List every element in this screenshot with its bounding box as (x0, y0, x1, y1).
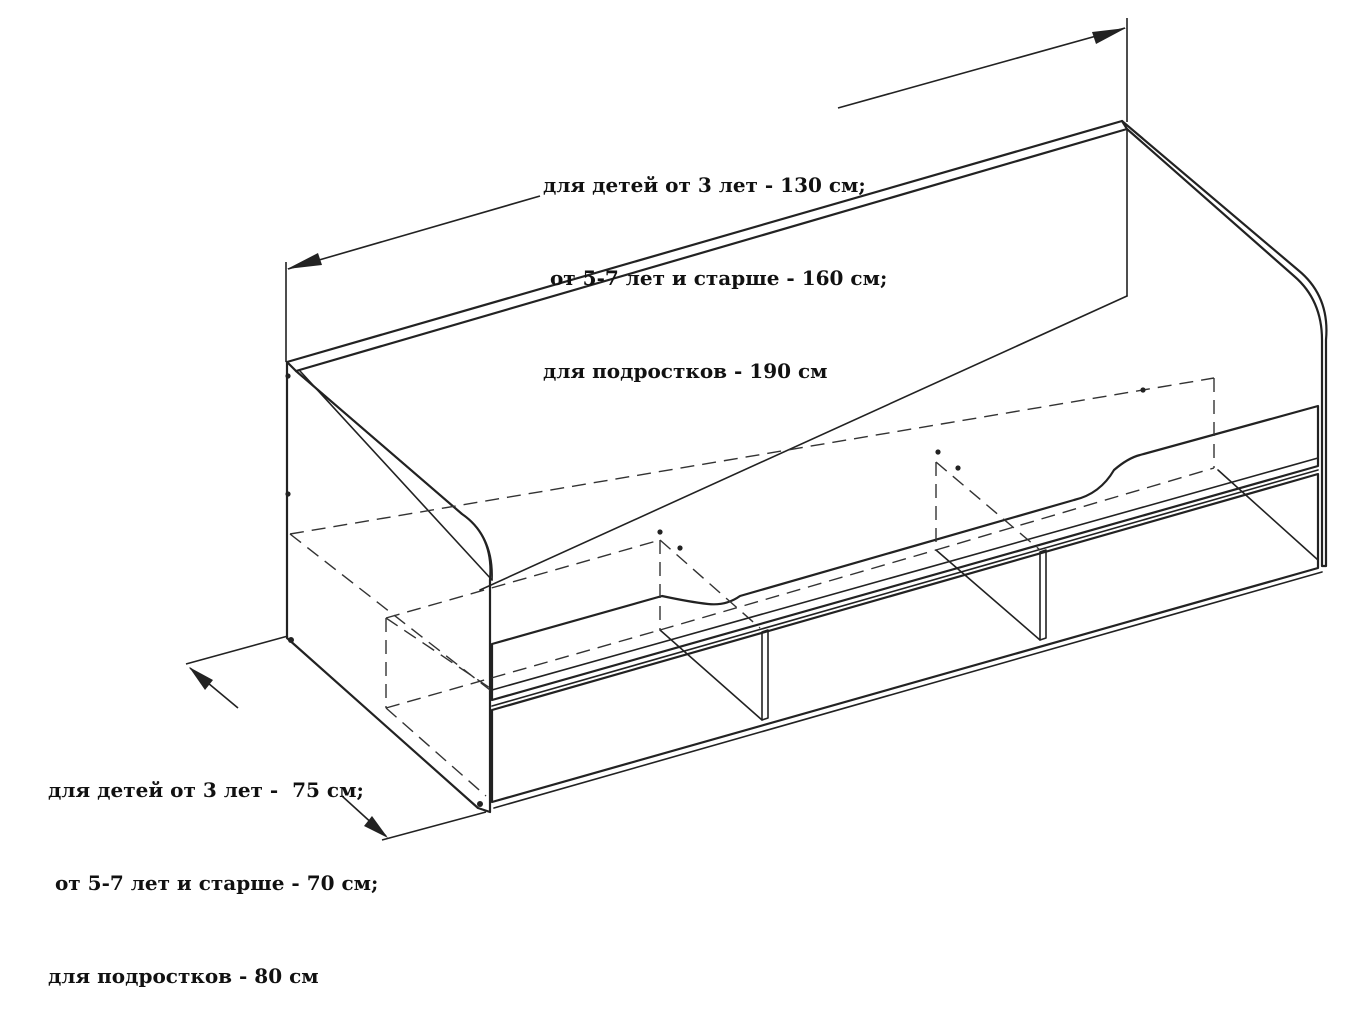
width-dimension-labels: для детей от 3 лет - 75 см; от 5-7 лет и… (48, 713, 378, 1023)
drawer-handle-dot-1 (657, 529, 663, 535)
drawer-handle-dot-5 (1140, 387, 1146, 393)
length-dimension-line-left (287, 195, 541, 270)
hidden-mid-diag-2 (935, 461, 1041, 551)
width-arrow-bottom (364, 816, 388, 838)
hidden-front-top-left (385, 539, 661, 619)
length-label-line: для детей от 3 лет - 130 см; (543, 173, 866, 197)
drawer-inner-middle-diagonal (935, 549, 1041, 641)
front-rail-lower-edge (491, 457, 1319, 691)
drawer-divider-left (761, 629, 769, 721)
length-arrow-left (287, 253, 322, 269)
width-dimension (185, 635, 487, 841)
width-extension-line-bottom (381, 811, 487, 841)
drawer-inner-left-diagonal (659, 629, 763, 721)
hidden-back-top (289, 377, 1215, 535)
back-panel-left-inner (299, 370, 493, 581)
width-extension-line-top (185, 635, 289, 665)
drawer-frame (490, 469, 1323, 809)
width-arrow-top (189, 667, 213, 690)
drawer-handle-dot-2 (677, 545, 683, 551)
front-rail (490, 404, 1320, 702)
width-label-line: для подростков - 80 см (48, 964, 319, 988)
hidden-bottom-mid (659, 549, 937, 631)
length-dimension-line-right (837, 27, 1126, 109)
drawer-frame-bottom-edge (493, 571, 1323, 809)
bed-drawing (185, 18, 1328, 841)
length-arrow-right (1092, 28, 1126, 44)
drawer-divider-right (1039, 549, 1047, 641)
left-panel-foot-back (288, 637, 294, 643)
right-side-panel (1120, 119, 1328, 568)
hidden-mid-diag-1 (659, 539, 761, 629)
drawer-handle-dot-3 (935, 449, 941, 455)
hidden-left-top (289, 533, 491, 691)
length-label-line: для подростков - 190 см (543, 359, 828, 383)
hidden-inner-diag-2 (385, 707, 487, 797)
front-rail-board (490, 404, 1320, 702)
drawer-frame-outline (490, 472, 1320, 804)
drawer-handle-dot-4 (955, 465, 961, 471)
left-side-panel (285, 360, 493, 814)
hidden-bottom-right (935, 467, 1215, 551)
left-panel-screw-top (285, 373, 291, 379)
left-panel-foot-front (477, 801, 483, 807)
right-panel-outline (1120, 119, 1328, 568)
drawer-inner-right-diagonal (1217, 469, 1319, 561)
hidden-front-bottom-left (385, 629, 661, 709)
length-dimension-labels: для детей от 3 лет - 130 см; от 5-7 лет … (543, 108, 887, 418)
length-dimension (285, 18, 1128, 362)
back-panel-bottom-edge (479, 295, 1128, 591)
left-panel-screw-middle (285, 491, 291, 497)
width-label-line: для детей от 3 лет - 75 см; (48, 778, 364, 802)
drawer-frame-top-inner (491, 469, 1319, 707)
length-label-line: от 5-7 лет и старше - 160 см; (543, 266, 888, 290)
width-label-line: от 5-7 лет и старше - 70 см; (48, 871, 379, 895)
left-panel-top-edge (295, 370, 493, 581)
hidden-drawer-lines (289, 377, 1215, 797)
